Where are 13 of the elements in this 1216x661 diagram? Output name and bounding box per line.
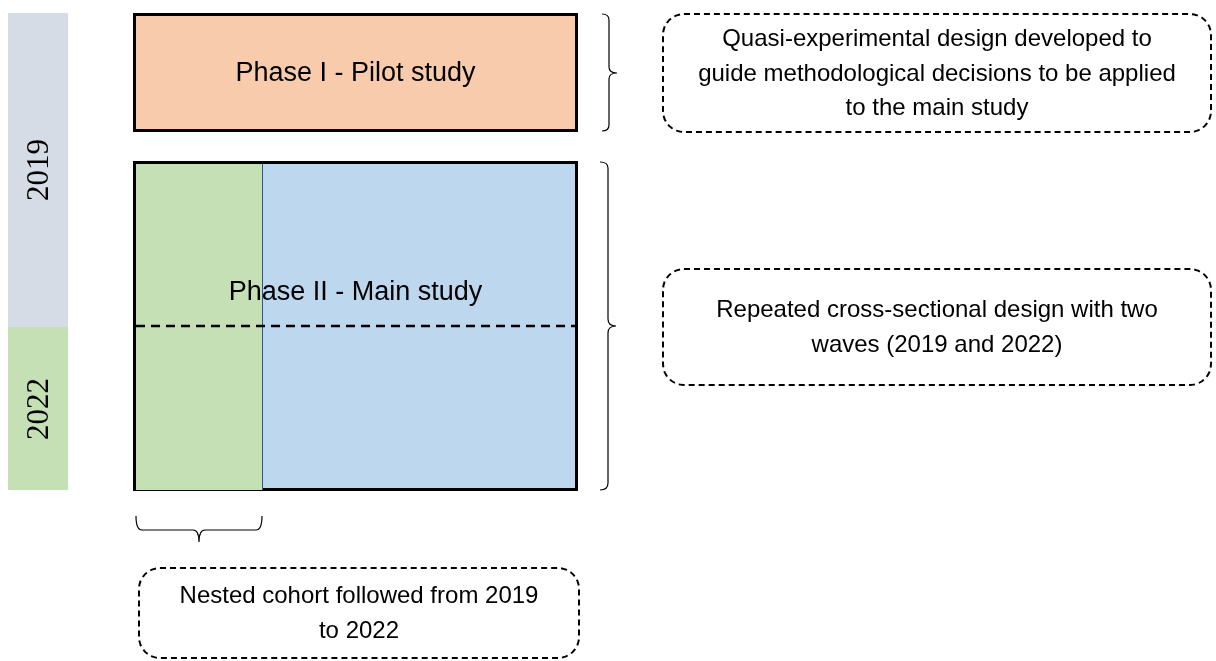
year-band [8, 327, 68, 490]
note-text: Nested cohort followed from 2019 to 2022 [178, 580, 540, 645]
year-label: 2019 [20, 139, 56, 201]
year-band [8, 13, 68, 327]
phase-box [133, 13, 578, 132]
phase-box [133, 161, 578, 491]
note-box [662, 268, 1212, 386]
year-label: 2022 [20, 377, 56, 440]
note-box [138, 567, 580, 659]
phase-title: Phase I - Pilot study [235, 57, 476, 88]
note-box [662, 13, 1212, 133]
note-text: Repeated cross-sectional design with two waves (2019 and 2022) [715, 294, 1159, 359]
note-text: Quasi-experimental design developed to guide methodological decisions to be applied to the main study [698, 22, 1176, 123]
